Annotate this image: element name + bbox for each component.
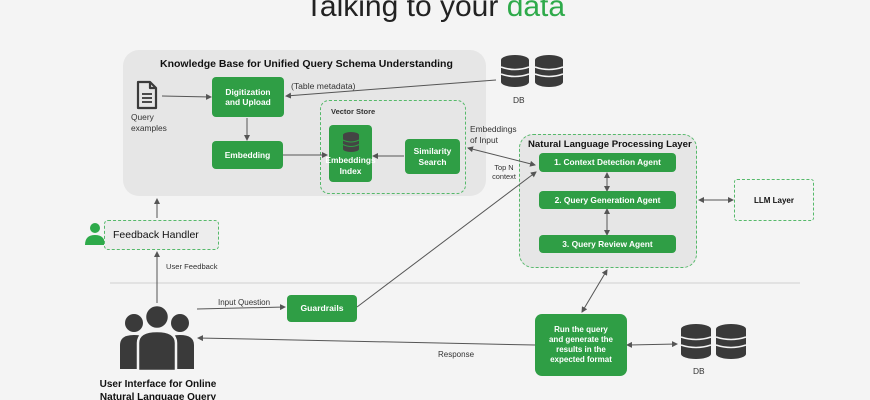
arrow-nlp-run-query (581, 269, 608, 313)
arrow-search-nlp (467, 146, 536, 167)
arrow-ui-to-guardrails (196, 304, 286, 311)
llm-layer-box: LLM Layer (734, 179, 814, 221)
database-icon (342, 132, 359, 152)
user-interface-label: User Interface for Online Natural Langua… (99, 379, 217, 400)
database-icon-top (500, 55, 564, 87)
query-generation-agent-box: 2. Query Generation Agent (539, 191, 676, 209)
db-top-label: DB (513, 95, 525, 105)
guardrails-box: Guardrails (287, 295, 357, 322)
document-icon (136, 80, 158, 110)
arrow-examples-to-digitization (161, 93, 212, 100)
db-bottom-label: DB (693, 366, 705, 376)
table-metadata-label: (Table metadata) (291, 81, 356, 91)
user-feedback-label: User Feedback (166, 262, 218, 271)
arrow-db-to-digitization (285, 79, 497, 99)
users-group-icon (120, 303, 194, 371)
nlp-layer-title: Natural Language Processing Layer (528, 139, 692, 150)
embeddings-of-input-label: Embeddings of Input (470, 124, 517, 145)
arrow-guardrails-to-nlp (356, 171, 537, 308)
run-query-box: Run the query and generate the results i… (535, 314, 627, 376)
vector-store-region (320, 100, 466, 194)
top-n-context-label: Top N context (492, 163, 516, 182)
query-review-agent-box: 3. Query Review Agent (539, 235, 676, 253)
page-title: Talking to your data (0, 0, 870, 24)
feedback-handler-box: Feedback Handler (104, 220, 219, 250)
response-label: Response (438, 350, 475, 359)
embeddings-index-box: Embeddings Index (325, 125, 376, 182)
title-accent: data (506, 0, 566, 23)
arrow-run-query-to-ui (197, 335, 536, 346)
arrow-run-query-db (626, 341, 678, 348)
database-icon-bottom (680, 324, 747, 359)
input-question-label: Input Question (218, 298, 271, 307)
knowledge-base-title: Knowledge Base for Unified Query Schema … (160, 58, 453, 70)
digitization-upload-box: Digitization and Upload (212, 77, 284, 117)
similarity-search-box: Similarity Search (405, 139, 460, 174)
title-prefix: Talking to your (304, 0, 499, 23)
vector-store-title: Vector Store (331, 107, 376, 116)
context-detection-agent-box: 1. Context Detection Agent (539, 153, 676, 172)
query-examples-label: Query examples (131, 112, 167, 133)
embeddings-index-label: Embeddings Index (325, 155, 376, 176)
embedding-box: Embedding (212, 141, 283, 169)
person-icon (85, 223, 105, 245)
